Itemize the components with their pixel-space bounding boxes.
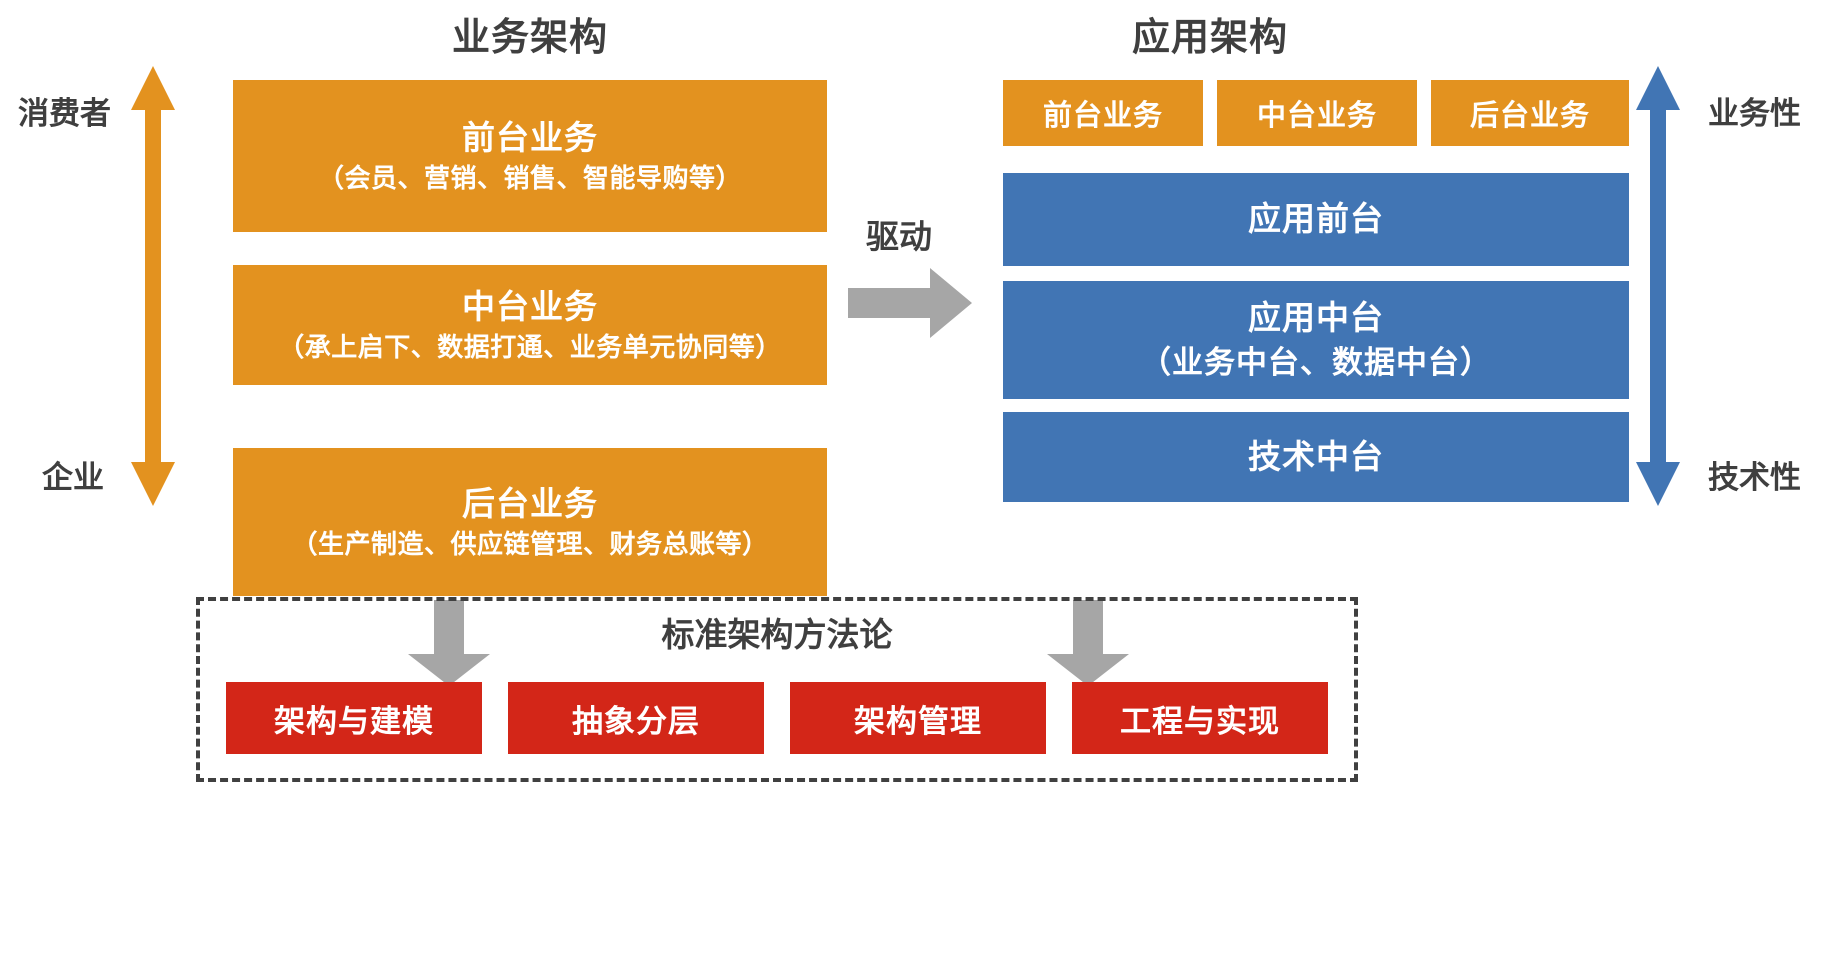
application-chip-middle[interactable]: 中台业务 [1217,80,1417,146]
axis-label-businessness: 业务性 [1708,96,1801,131]
drive-connector-label: 驱动 [866,218,932,255]
arrow-down-gray-left-icon [408,600,490,691]
application-layer-technical[interactable]: 技术中台 [1003,412,1629,502]
methodology-pill-engineering-label: 工程与实现 [1120,703,1280,739]
arrow-right-gray-icon [848,268,972,343]
methodology-pill-modeling[interactable]: 架构与建模 [226,682,482,754]
application-chip-front-label: 前台业务 [1042,100,1163,132]
methodology-pill-modeling-label: 架构与建模 [274,703,434,739]
methodology-pill-engineering[interactable]: 工程与实现 [1072,682,1328,754]
business-layer-middle-subtitle: （承上启下、数据打通、业务单元协同等） [278,331,782,362]
double-arrow-vertical-orange-icon [131,66,175,511]
business-layer-front-title: 前台业务 [462,119,598,157]
axis-label-consumer: 消费者 [18,96,111,131]
double-arrow-vertical-blue-icon [1636,66,1680,511]
application-chip-middle-label: 中台业务 [1256,100,1377,132]
application-layer-technical-title: 技术中台 [1248,437,1384,475]
application-layer-front-title: 应用前台 [1248,200,1384,238]
methodology-pill-management-label: 架构管理 [854,703,982,739]
methodology-title: 标准架构方法论 [661,616,893,653]
business-layer-back-title: 后台业务 [462,485,598,523]
application-layer-middle[interactable]: 应用中台 （业务中台、数据中台） [1003,281,1629,399]
application-architecture-title: 应用架构 [1131,17,1288,59]
application-chip-back[interactable]: 后台业务 [1431,80,1629,146]
business-layer-middle-title: 中台业务 [462,288,598,326]
methodology-pill-management[interactable]: 架构管理 [790,682,1046,754]
axis-label-enterprise: 企业 [42,460,104,495]
arrow-down-gray-right-icon [1047,600,1129,691]
methodology-pill-layering[interactable]: 抽象分层 [508,682,764,754]
application-layer-middle-subtitle: （业务中台、数据中台） [1140,345,1492,381]
application-layer-front[interactable]: 应用前台 [1003,173,1629,266]
application-chip-back-label: 后台业务 [1469,100,1590,132]
axis-label-technicalness: 技术性 [1708,460,1801,495]
methodology-container [196,597,1358,782]
application-layer-middle-title: 应用中台 [1248,299,1384,337]
methodology-pill-layering-label: 抽象分层 [572,703,700,739]
business-layer-back-subtitle: （生产制造、供应链管理、财务总账等） [291,528,769,559]
business-layer-back[interactable]: 后台业务 （生产制造、供应链管理、财务总账等） [233,448,827,596]
application-chip-front[interactable]: 前台业务 [1003,80,1203,146]
business-layer-front[interactable]: 前台业务 （会员、营销、销售、智能导购等） [233,80,827,232]
methodology-pill-row: 架构与建模 抽象分层 架构管理 工程与实现 [226,682,1328,754]
business-architecture-title: 业务架构 [451,17,608,59]
business-layer-front-subtitle: （会员、营销、销售、智能导购等） [317,162,742,193]
business-layer-middle[interactable]: 中台业务 （承上启下、数据打通、业务单元协同等） [233,265,827,385]
